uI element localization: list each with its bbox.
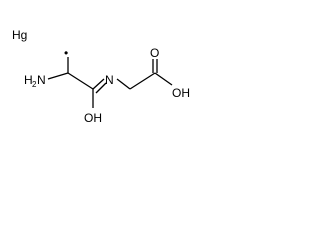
bond-carbonyl-n-2 bbox=[95, 82, 107, 94]
acid-o-label: O bbox=[150, 46, 159, 60]
mercury-atom-label: Hg bbox=[12, 28, 27, 42]
bond-acid-oh bbox=[154, 72, 173, 86]
bond-carbonyl-n-1 bbox=[92, 78, 105, 90]
amine-subscript: 2 bbox=[32, 80, 37, 89]
amine-h-label: H bbox=[24, 73, 33, 87]
radical-dot: • bbox=[64, 46, 68, 60]
amine-n-label: N bbox=[37, 73, 46, 87]
structure-canvas: Hg • H 2 N bbox=[0, 0, 214, 154]
acid-oh-label: OH bbox=[172, 86, 190, 100]
bond-n-ch2 bbox=[116, 78, 131, 90]
amide-n-label: N bbox=[105, 73, 114, 87]
bond-ch2-acid bbox=[129, 72, 156, 90]
bond-amine-alpha bbox=[47, 72, 69, 80]
bond-alpha-carbonyl bbox=[67, 72, 94, 90]
carbonyl-oh-label: OH bbox=[84, 111, 102, 125]
bonds bbox=[47, 57, 173, 108]
structure-drawing: Hg • H 2 N bbox=[12, 28, 190, 125]
